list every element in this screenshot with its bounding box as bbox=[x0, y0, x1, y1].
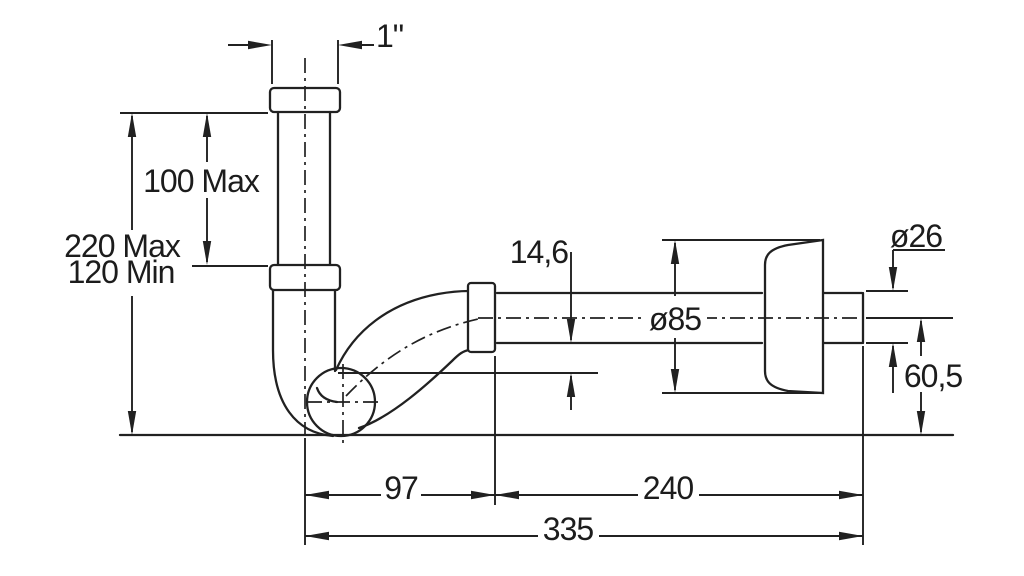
dim-inlet-thread-extensions bbox=[271, 40, 339, 84]
label-inlet-thread: 1" bbox=[376, 18, 403, 54]
bg-rosette-label bbox=[644, 299, 707, 334]
arrow-seal-offset-top bbox=[566, 319, 576, 343]
arrow-335-left bbox=[305, 531, 329, 541]
label-tailpipe-diameter: ø26 bbox=[890, 218, 942, 254]
arrow-inlet-thread-right bbox=[338, 40, 362, 50]
trap-inner-wall-arc bbox=[315, 386, 339, 404]
bg-insert-depth-label bbox=[139, 163, 263, 197]
dim-rosette-extensions bbox=[662, 239, 820, 394]
outlet-bend-upper-wall bbox=[334, 289, 471, 372]
label-backgrounds bbox=[58, 163, 966, 543]
label-rosette-diameter: ø85 bbox=[649, 301, 701, 337]
dimension-arrows bbox=[127, 40, 926, 541]
label-seal-offset: 14,6 bbox=[510, 234, 568, 270]
bg-axis-height-label bbox=[902, 357, 966, 392]
arrow-axis-height-bottom bbox=[916, 411, 926, 435]
label-335: 335 bbox=[543, 511, 594, 547]
arrow-tailpipe-bottom bbox=[888, 343, 898, 367]
outlet-bend-centerline bbox=[345, 318, 479, 397]
label-axis-height: 60,5 bbox=[904, 358, 962, 394]
dimension-labels: 1" 100 Max 220 Max 120 Min 14,6 ø85 ø26 … bbox=[64, 18, 963, 547]
arrow-97-right bbox=[471, 490, 495, 500]
wall-rosette bbox=[763, 238, 825, 395]
arrow-inlet-thread-left bbox=[248, 40, 272, 50]
arrow-rosette-bottom bbox=[670, 369, 680, 393]
outlet-bend-lower-wall bbox=[357, 348, 471, 430]
arrow-335-right bbox=[839, 531, 863, 541]
arrow-240-right bbox=[839, 490, 863, 500]
arrow-97-left bbox=[305, 490, 329, 500]
arrow-seal-offset-bottom bbox=[566, 373, 576, 397]
label-240: 240 bbox=[643, 470, 694, 506]
bg-height-label bbox=[58, 230, 188, 290]
arrow-height-bottom bbox=[127, 411, 137, 435]
arrow-height-top bbox=[127, 113, 137, 137]
bg-97-label bbox=[381, 471, 421, 502]
label-height-max: 220 Max bbox=[64, 228, 181, 264]
arrow-axis-height-top bbox=[916, 318, 926, 342]
arrow-tailpipe-top bbox=[888, 267, 898, 291]
arrow-insert-depth-top bbox=[202, 113, 212, 137]
arrow-240-left bbox=[495, 490, 519, 500]
label-height-min: 120 Min bbox=[68, 254, 175, 290]
label-insert-depth: 100 Max bbox=[143, 163, 260, 199]
dim-tailpipe-extensions bbox=[866, 290, 908, 344]
bg-335-label bbox=[538, 512, 599, 543]
arrow-rosette-top bbox=[670, 240, 680, 264]
label-97: 97 bbox=[384, 470, 418, 506]
trap-outer-left-wall bbox=[271, 288, 335, 438]
bg-240-label bbox=[638, 471, 699, 502]
arrow-insert-depth-bottom bbox=[202, 241, 212, 265]
